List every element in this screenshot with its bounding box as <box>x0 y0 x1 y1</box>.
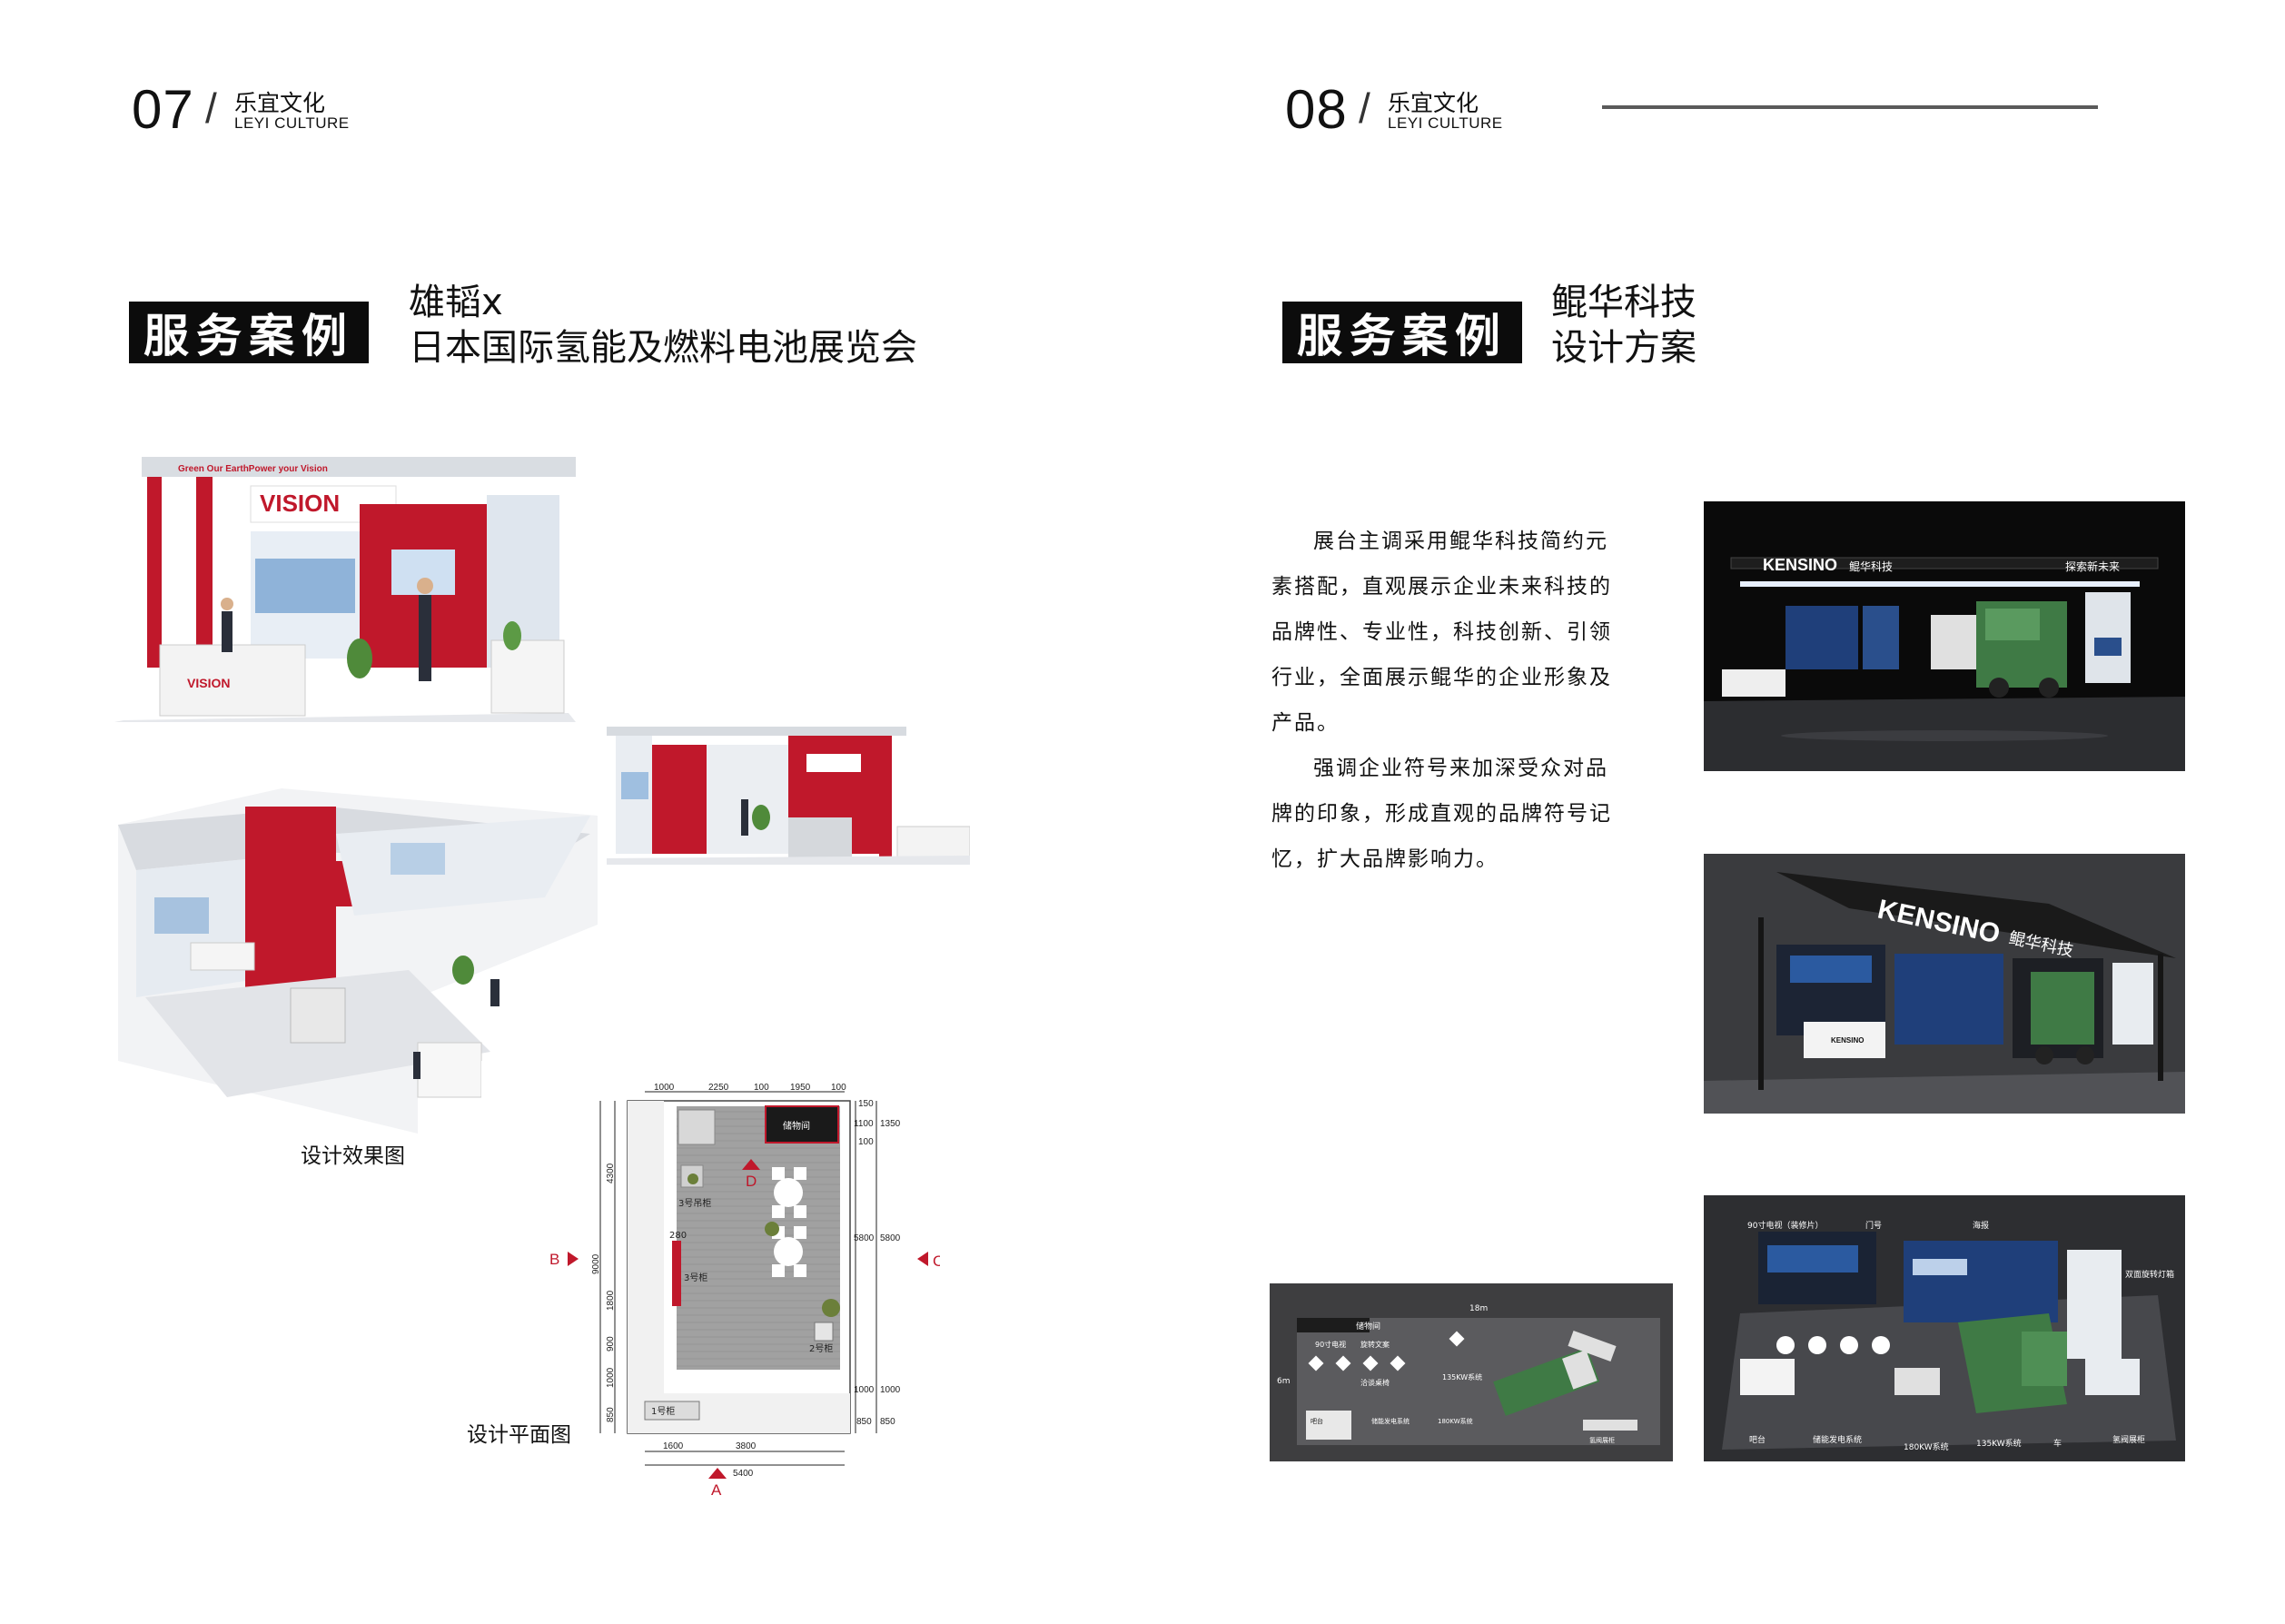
page-number: 08 <box>1285 79 1348 140</box>
label-storage: 储物间 <box>783 1120 810 1132</box>
label-cab1: 1号柜 <box>651 1405 675 1417</box>
marker-b: B <box>549 1251 559 1268</box>
dim-left-5: 850 <box>606 1407 616 1422</box>
header-slash: / <box>205 84 217 132</box>
dim-left-total: 9000 <box>591 1253 601 1274</box>
floor-plan: 1000 2250 100 1950 100 储物间 <box>531 1079 944 1499</box>
brand-name-en: LEYI CULTURE <box>234 114 350 132</box>
callout-door: 门号 <box>1865 1220 1882 1231</box>
callout-pv180: 180KW系统 <box>1904 1441 1949 1452</box>
plan-depth: 6m <box>1277 1377 1291 1386</box>
dim-right-outer-1: 1350 <box>880 1119 901 1129</box>
plan-neg: 洽谈桌椅 <box>1360 1378 1390 1387</box>
booth-slogan: Green Our EarthPower your Vision <box>178 464 328 474</box>
marker-d-arrow <box>742 1159 760 1170</box>
plan-glass: 氢阀展柜 <box>1589 1436 1615 1444</box>
callout-glass: 氢阀展柜 <box>2112 1434 2145 1445</box>
plan-tv90: 90寸电视 <box>1315 1340 1346 1349</box>
callout-hydro: 储能发电系统 <box>1813 1434 1862 1445</box>
kensino-render-aerial: 90寸电视（装修片） 门号 海报 双面旋转灯箱 吧台 储能发电系统 180KW系… <box>1704 1195 2185 1461</box>
description-paragraph-2: 强调企业符号来加深受众对品牌的印象，形成直观的品牌符号记忆，扩大品牌影响力。 <box>1271 757 1612 871</box>
dim-left-4: 1000 <box>606 1367 616 1388</box>
dim-right-2: 1100 <box>854 1119 874 1129</box>
dim-right-outer-2: 5800 <box>880 1233 901 1243</box>
svg-text:VISION: VISION <box>187 676 230 690</box>
header-slash: / <box>1359 84 1370 132</box>
plan-pv135: 135KW系统 <box>1442 1372 1482 1381</box>
case-title-line2: 设计方案 <box>1551 327 1696 369</box>
dim-left-3: 900 <box>606 1336 616 1352</box>
booth-slogan: 探索新未来 <box>2065 559 2120 573</box>
caption-render: 设计效果图 <box>301 1144 405 1168</box>
description-paragraph-1: 展台主调采用鲲华科技简约元素搭配，直观展示企业未来科技的品牌性、专业性，科技创新… <box>1271 530 1612 735</box>
label-cab2: 2号柜 <box>809 1342 833 1354</box>
callout-tv: 90寸电视（装修片） <box>1747 1220 1823 1231</box>
table-set-2 <box>772 1226 806 1277</box>
booth-render-aerial <box>118 788 598 1134</box>
callout-lamp: 双面旋转灯箱 <box>2125 1269 2174 1280</box>
marker-c: C <box>933 1253 940 1270</box>
plan-width: 18m <box>1469 1304 1488 1313</box>
plan-rotating: 旋转文案 <box>1360 1340 1390 1349</box>
right-page: 08 / 乐宜文化 LEYI CULTURE 服务案例 鲲华科技 设计方案 展台… <box>1142 0 2285 1624</box>
label-cab3: 3号柜 <box>684 1272 707 1283</box>
dim-top-1: 1000 <box>654 1083 675 1093</box>
table-set-1 <box>772 1167 806 1218</box>
dim-right-outer-4: 850 <box>880 1417 895 1427</box>
booth-brand: KENSINO <box>1763 556 1837 574</box>
kensino-render-angle: KENSINO 鲲华科技 KENSINO <box>1704 854 2185 1114</box>
page-number: 07 <box>132 79 194 140</box>
callout-truck: 车 <box>2053 1438 2062 1449</box>
marker-d: D <box>746 1173 757 1190</box>
section-badge: 服务案例 <box>1282 302 1522 363</box>
plan-bar: 吧台 <box>1311 1417 1323 1425</box>
header-rule <box>1602 105 2098 109</box>
plan-pv180: 180KW系统 <box>1438 1417 1473 1425</box>
dim-bottom-2: 3800 <box>736 1441 757 1451</box>
case-title-line2: 日本国际氢能及燃料电池展览会 <box>409 327 917 369</box>
marker-b-arrow <box>568 1252 579 1266</box>
dim-right-1: 150 <box>858 1099 874 1109</box>
dim-top-3: 100 <box>754 1083 769 1093</box>
label-280: 280 <box>669 1231 687 1241</box>
section-badge: 服务案例 <box>129 302 369 363</box>
booth-logo: VISION <box>260 490 340 517</box>
booth-render-front: Green Our EarthPower your Vision VISION … <box>114 450 576 722</box>
dim-right-outer-3: 1000 <box>880 1385 901 1395</box>
booth-brand-cn: 鲲华科技 <box>1849 560 1893 573</box>
marker-a: A <box>711 1481 722 1497</box>
caption-plan: 设计平面图 <box>467 1423 571 1447</box>
plan-hydro: 储能发电系统 <box>1371 1417 1410 1425</box>
callout-pv135: 135KW系统 <box>1976 1438 2022 1449</box>
dim-left-2: 1800 <box>606 1290 616 1311</box>
booth-render-side <box>607 718 970 865</box>
dim-left-1: 4300 <box>606 1163 616 1183</box>
callout-sea: 海报 <box>1973 1220 1989 1231</box>
dim-top-5: 100 <box>831 1083 846 1093</box>
label-cab3b: 3号吊柜 <box>678 1197 711 1209</box>
case-title-line1: 雄韬x <box>409 282 503 323</box>
left-page: 07 / 乐宜文化 LEYI CULTURE 服务案例 雄韬x 日本国际氢能及燃… <box>0 0 1142 1624</box>
dim-bottom-1: 1600 <box>663 1441 684 1451</box>
case-title-line1: 鲲华科技 <box>1551 282 1696 323</box>
dim-bottom-total: 5400 <box>733 1469 754 1479</box>
callout-bar: 吧台 <box>1749 1434 1766 1445</box>
brand-name-cn: 乐宜文化 <box>234 90 326 116</box>
kensino-floor-plan: 18m 6m 储物间 90寸电视 旋转文案 洽谈桌椅 135KW系统 吧台 储能… <box>1270 1283 1673 1461</box>
brand-name-en: LEYI CULTURE <box>1388 114 1503 132</box>
dim-top-4: 1950 <box>790 1083 811 1093</box>
dim-top-2: 2250 <box>708 1083 729 1093</box>
marker-c-arrow <box>917 1252 928 1266</box>
description: 展台主调采用鲲华科技简约元素搭配，直观展示企业未来科技的品牌性、专业性，科技创新… <box>1271 519 1617 882</box>
dim-right-6: 850 <box>856 1417 872 1427</box>
dim-right-4: 5800 <box>854 1233 875 1243</box>
brand-name-cn: 乐宜文化 <box>1388 90 1479 116</box>
dim-right-3: 100 <box>858 1137 874 1147</box>
plan-storage: 储物间 <box>1356 1321 1380 1332</box>
kensino-render-front: KENSINO 鲲华科技 探索新未来 <box>1704 501 2185 771</box>
marker-a-arrow <box>708 1468 727 1479</box>
dim-right-5: 1000 <box>854 1385 875 1395</box>
svg-text:KENSINO: KENSINO <box>1831 1036 1864 1045</box>
